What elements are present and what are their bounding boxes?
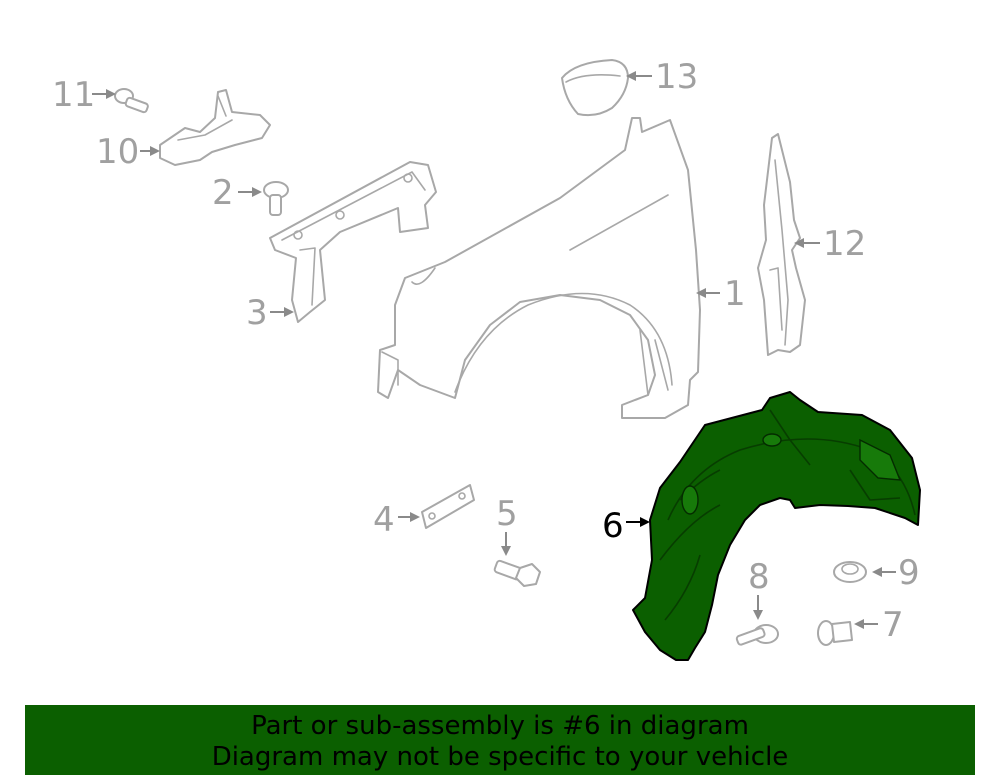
arrow-2 bbox=[238, 187, 262, 197]
arrow-10 bbox=[140, 146, 160, 156]
callout-12[interactable]: 12 bbox=[823, 224, 866, 264]
part-1-fender[interactable] bbox=[377, 117, 701, 419]
part-11-bolt[interactable] bbox=[114, 88, 149, 114]
arrow-8 bbox=[753, 595, 763, 620]
part-8-pin[interactable] bbox=[735, 624, 779, 646]
callout-5[interactable]: 5 bbox=[496, 494, 518, 534]
part-2-bolt[interactable] bbox=[263, 181, 289, 216]
callout-2[interactable]: 2 bbox=[212, 173, 234, 213]
callout-4[interactable]: 4 bbox=[373, 500, 395, 540]
arrow-3 bbox=[270, 307, 294, 317]
arrow-5 bbox=[501, 532, 511, 556]
arrow-6 bbox=[626, 517, 650, 527]
part-3-rail[interactable] bbox=[269, 161, 437, 323]
part-5-bolt[interactable] bbox=[493, 559, 541, 587]
callout-10[interactable]: 10 bbox=[96, 132, 139, 172]
banner-line-2: Diagram may not be specific to your vehi… bbox=[211, 742, 789, 772]
part-9-nut[interactable] bbox=[833, 561, 867, 583]
banner-line-1: Part or sub-assembly is #6 in diagram bbox=[251, 711, 749, 741]
arrow-13 bbox=[626, 71, 652, 81]
callout-7[interactable]: 7 bbox=[882, 605, 904, 645]
callout-9[interactable]: 9 bbox=[898, 553, 920, 593]
arrow-1 bbox=[696, 288, 720, 298]
part-4-plate[interactable] bbox=[421, 484, 475, 529]
arrow-7 bbox=[854, 619, 878, 629]
callout-3[interactable]: 3 bbox=[246, 293, 268, 333]
notice-banner: Part or sub-assembly is #6 in diagram Di… bbox=[25, 705, 975, 775]
callout-13[interactable]: 13 bbox=[655, 57, 698, 97]
parts-diagram: 13 11 10 2 3 bbox=[52, 57, 921, 661]
arrow-9 bbox=[872, 567, 896, 577]
callout-8[interactable]: 8 bbox=[748, 557, 770, 597]
part-10-bracket[interactable] bbox=[159, 89, 271, 166]
callout-6[interactable]: 6 bbox=[602, 506, 624, 546]
arrow-4 bbox=[398, 512, 420, 522]
arrow-12 bbox=[794, 238, 820, 248]
part-13-cap[interactable] bbox=[561, 59, 629, 117]
part-6-fender-liner[interactable] bbox=[632, 391, 921, 661]
arrow-11 bbox=[92, 89, 116, 99]
callout-1[interactable]: 1 bbox=[724, 274, 746, 314]
part-12-bracket[interactable] bbox=[757, 133, 806, 356]
callout-11[interactable]: 11 bbox=[52, 75, 95, 115]
part-7-clip[interactable] bbox=[817, 620, 853, 646]
